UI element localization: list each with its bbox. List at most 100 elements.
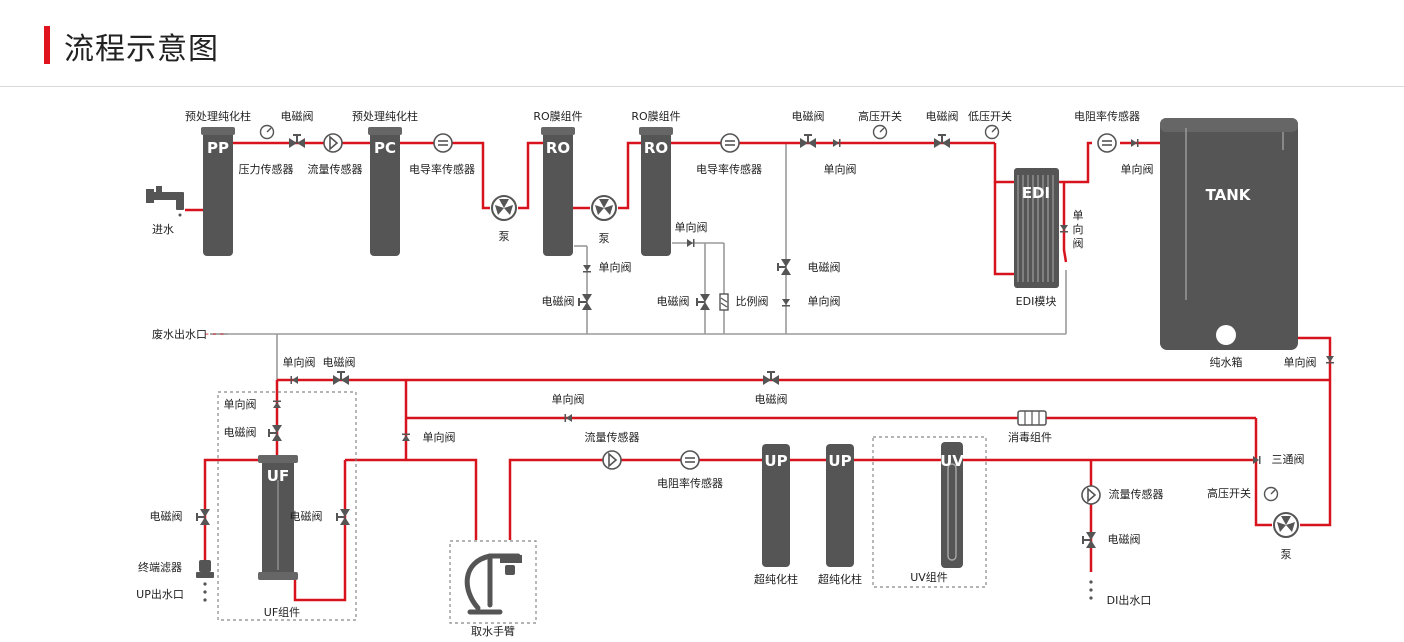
solenoid-loop-label: 电磁阀 xyxy=(755,392,788,406)
ro-1-text: RO xyxy=(546,139,570,157)
conductivity-sensor-2-icon xyxy=(720,133,740,153)
check-valve-ro2-icon xyxy=(687,239,695,247)
disinfection-module-icon xyxy=(1017,410,1047,426)
solenoid-uf-1-label: 电磁阀 xyxy=(224,425,257,439)
flow-sensor-3-icon xyxy=(1081,485,1101,505)
waste-outlet-dashes: - - - xyxy=(205,327,224,340)
up-column-2 xyxy=(826,444,854,567)
flow-sensor-1-label: 流量传感器 xyxy=(308,162,363,176)
up-column-2-label: 超纯化柱 xyxy=(818,572,862,586)
flow-sensor-3-label: 流量传感器 xyxy=(1109,487,1164,501)
pump-3-icon xyxy=(1273,512,1299,538)
check-valve-arm-icon xyxy=(402,433,410,441)
lp-switch-icon xyxy=(984,124,1000,140)
pump-2-label: 泵 xyxy=(599,232,610,245)
solenoid-mid-label: 电磁阀 xyxy=(808,260,841,274)
hp-switch-bottom-label: 高压开关 xyxy=(1207,486,1251,500)
solenoid-uf-right-label: 电磁阀 xyxy=(290,509,323,523)
main-pipes xyxy=(185,141,1332,602)
edi-check-label-3: 阀 xyxy=(1073,236,1084,250)
pump-2-icon xyxy=(591,195,617,221)
edi-text: EDI xyxy=(1022,184,1050,202)
check-valve-tank-label: 单向阀 xyxy=(1121,162,1154,176)
pump-1-label: 泵 xyxy=(499,230,510,243)
faucet-icon xyxy=(146,186,184,217)
check-valve-arm-label: 单向阀 xyxy=(423,430,456,444)
resistivity-top-label: 电阻率传感器 xyxy=(1074,109,1140,123)
pressure-gauge-icon xyxy=(259,124,275,140)
lp-switch-label: 低压开关 xyxy=(968,109,1012,123)
up-outlet-label: UP出水口 xyxy=(136,587,184,601)
page-title: 流程示意图 xyxy=(64,32,219,67)
solenoid-valve-icon xyxy=(289,134,305,148)
up-column-1-label: 超纯化柱 xyxy=(754,572,798,586)
uf-module-label: UF组件 xyxy=(264,605,300,619)
tank-text: TANK xyxy=(1206,186,1252,204)
check-valve-uf-1-icon xyxy=(273,400,281,408)
ro-2-label: RO膜组件 xyxy=(631,109,680,123)
ro-2-membrane xyxy=(641,129,671,256)
check-valve-uf-1-label: 单向阀 xyxy=(224,397,257,411)
pp-column xyxy=(203,129,233,256)
dispense-head-icon xyxy=(500,555,522,563)
uv-module-label: UV组件 xyxy=(910,570,948,584)
terminal-filter-icon xyxy=(196,560,214,578)
check-valve-loop-label: 单向阀 xyxy=(552,392,585,406)
hp-switch-top-icon xyxy=(872,124,888,140)
resistivity-sensor-mid-icon xyxy=(680,450,700,470)
pc-column-label: 预处理纯化柱 xyxy=(352,109,418,123)
pp-column-text: PP xyxy=(207,139,229,157)
uf-text: UF xyxy=(267,467,289,485)
check-valve-tank-out-icon xyxy=(1326,356,1334,364)
edi-module xyxy=(1014,168,1059,288)
check-valve-ro2-label: 单向阀 xyxy=(675,220,708,234)
ro-2-cap xyxy=(639,127,673,135)
dispense-arm-label: 取水手臂 xyxy=(471,624,515,638)
edi-module-label: EDI模块 xyxy=(1016,295,1057,308)
check-valve-top-icon xyxy=(833,139,841,147)
waste-outlet-label: 废水出水口 xyxy=(152,327,207,341)
flow-sensor-2-icon xyxy=(602,450,622,470)
uf-module-box xyxy=(217,391,357,621)
flow-sensor-2-label: 流量传感器 xyxy=(585,430,640,444)
pump-3-label: 泵 xyxy=(1281,548,1292,561)
edi-check-label-2: 向 xyxy=(1073,222,1084,236)
up-column-2-text: UP xyxy=(828,452,851,470)
resistivity-sensor-top-icon xyxy=(1097,133,1117,153)
solenoid-valve-1-label: 电磁阀 xyxy=(281,109,314,123)
pp-column-cap xyxy=(201,127,235,135)
page-header: 流程示意图 xyxy=(0,0,1404,87)
ro-1-cap xyxy=(541,127,575,135)
ro-2-text: RO xyxy=(644,139,668,157)
edi-check-label-1: 单 xyxy=(1073,209,1084,222)
solenoid-mid-icon xyxy=(777,259,791,275)
check-valve-ro1-label: 单向阀 xyxy=(599,260,632,274)
pc-column-text: PC xyxy=(374,139,396,157)
solenoid-uf-top-label: 电磁阀 xyxy=(323,355,356,369)
solenoid-di-icon xyxy=(1082,532,1096,548)
tank-label: 纯水箱 xyxy=(1210,355,1243,369)
title-accent-bar xyxy=(44,26,50,64)
solenoid-ro2-label: 电磁阀 xyxy=(657,294,690,308)
solenoid-loop-icon xyxy=(763,371,779,385)
di-outlet-label: DI出水口 xyxy=(1107,593,1152,607)
inlet-label: 进水 xyxy=(152,223,174,236)
check-valve-mid-label: 单向阀 xyxy=(808,294,841,308)
ratio-valve-label: 比例阀 xyxy=(736,294,769,308)
solenoid-uf-right-icon xyxy=(336,509,350,525)
ratio-valve-icon xyxy=(719,293,729,311)
solenoid-up-icon xyxy=(196,509,210,525)
up-column-1 xyxy=(762,444,790,567)
terminal-filter-label: 终端滤器 xyxy=(138,560,182,574)
resistivity-mid-label: 电阻率传感器 xyxy=(657,476,723,490)
dispense-arm-icon xyxy=(464,553,521,615)
uv-text: UV xyxy=(940,452,964,470)
check-valve-loop-icon xyxy=(564,414,572,422)
disinfection-label: 消毒组件 xyxy=(1008,430,1052,444)
pc-column xyxy=(370,129,400,256)
solenoid-uf-1-icon xyxy=(268,425,282,441)
outlet-dots xyxy=(203,580,1093,602)
hp-switch-top-label: 高压开关 xyxy=(858,109,902,123)
ro-1-label: RO膜组件 xyxy=(533,109,582,123)
